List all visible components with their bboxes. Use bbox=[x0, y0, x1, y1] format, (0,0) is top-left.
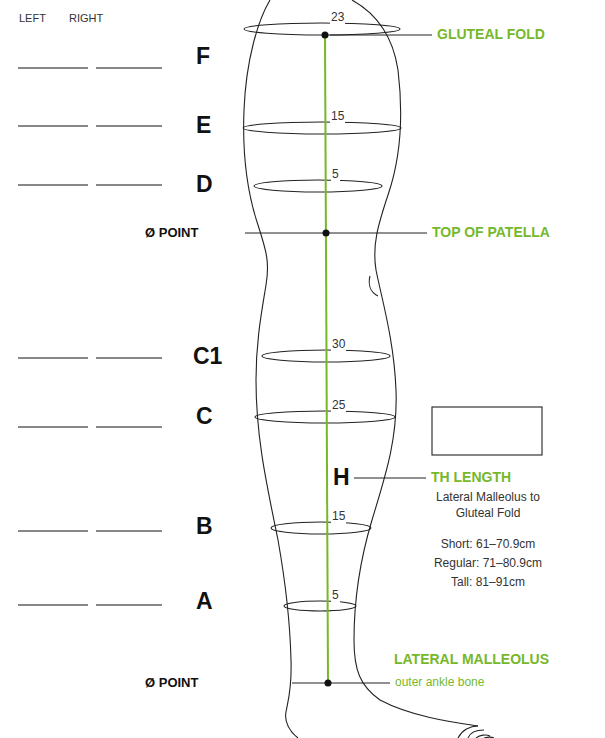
zero-point-label: Ø POINT bbox=[144, 676, 199, 690]
distance-number: 5 bbox=[331, 168, 340, 181]
measure-ring bbox=[254, 180, 382, 192]
column-header: RIGHT bbox=[68, 12, 104, 24]
site-letter: C bbox=[195, 404, 214, 429]
measure-ring bbox=[284, 601, 356, 611]
entry-box bbox=[432, 407, 542, 455]
landmark-note: outer ankle bone bbox=[394, 676, 485, 689]
distance-number: 5 bbox=[331, 589, 340, 602]
size-range: Short: 61–70.9cm bbox=[440, 538, 537, 551]
measure-axis bbox=[325, 35, 328, 683]
landmark-dot bbox=[322, 32, 329, 39]
site-letter: B bbox=[195, 514, 214, 539]
toes bbox=[458, 726, 494, 738]
measure-ring bbox=[243, 122, 401, 134]
reference-line bbox=[292, 682, 390, 683]
landmark-dot bbox=[325, 680, 332, 687]
landmark-label: GLUTEAL FOLD bbox=[436, 27, 546, 42]
site-letter: C1 bbox=[192, 344, 223, 369]
site-letter: D bbox=[195, 172, 214, 197]
size-range: Tall: 81–91cm bbox=[450, 576, 526, 589]
distance-number: 23 bbox=[330, 11, 345, 24]
knee-mark bbox=[369, 276, 378, 296]
landmark-label: LATERAL MALLEOLUS bbox=[393, 652, 550, 667]
note-text: Lateral Malleolus to bbox=[435, 491, 541, 504]
size-range: Regular: 71–80.9cm bbox=[433, 557, 543, 570]
site-letter: H bbox=[332, 465, 351, 490]
measure-ring bbox=[271, 522, 371, 534]
site-letter: E bbox=[195, 113, 212, 138]
distance-number: 25 bbox=[331, 399, 346, 412]
zero-point-label: Ø POINT bbox=[144, 226, 199, 240]
site-letter: F bbox=[195, 44, 211, 69]
column-header: LEFT bbox=[18, 12, 47, 24]
measure-ring bbox=[255, 411, 395, 423]
landmark-label: TOP OF PATELLA bbox=[431, 225, 551, 240]
leg-outline bbox=[244, 0, 298, 738]
landmark-label: TH LENGTH bbox=[430, 470, 512, 485]
reference-line bbox=[245, 232, 427, 233]
leader-line bbox=[330, 34, 432, 35]
leader-line bbox=[354, 477, 426, 478]
note-text: Gluteal Fold bbox=[455, 507, 522, 520]
distance-number: 15 bbox=[331, 510, 346, 523]
leg-outline bbox=[352, 0, 478, 726]
distance-number: 15 bbox=[330, 110, 345, 123]
distance-number: 30 bbox=[331, 338, 346, 351]
site-letter: A bbox=[195, 589, 214, 614]
landmark-dot bbox=[323, 230, 330, 237]
